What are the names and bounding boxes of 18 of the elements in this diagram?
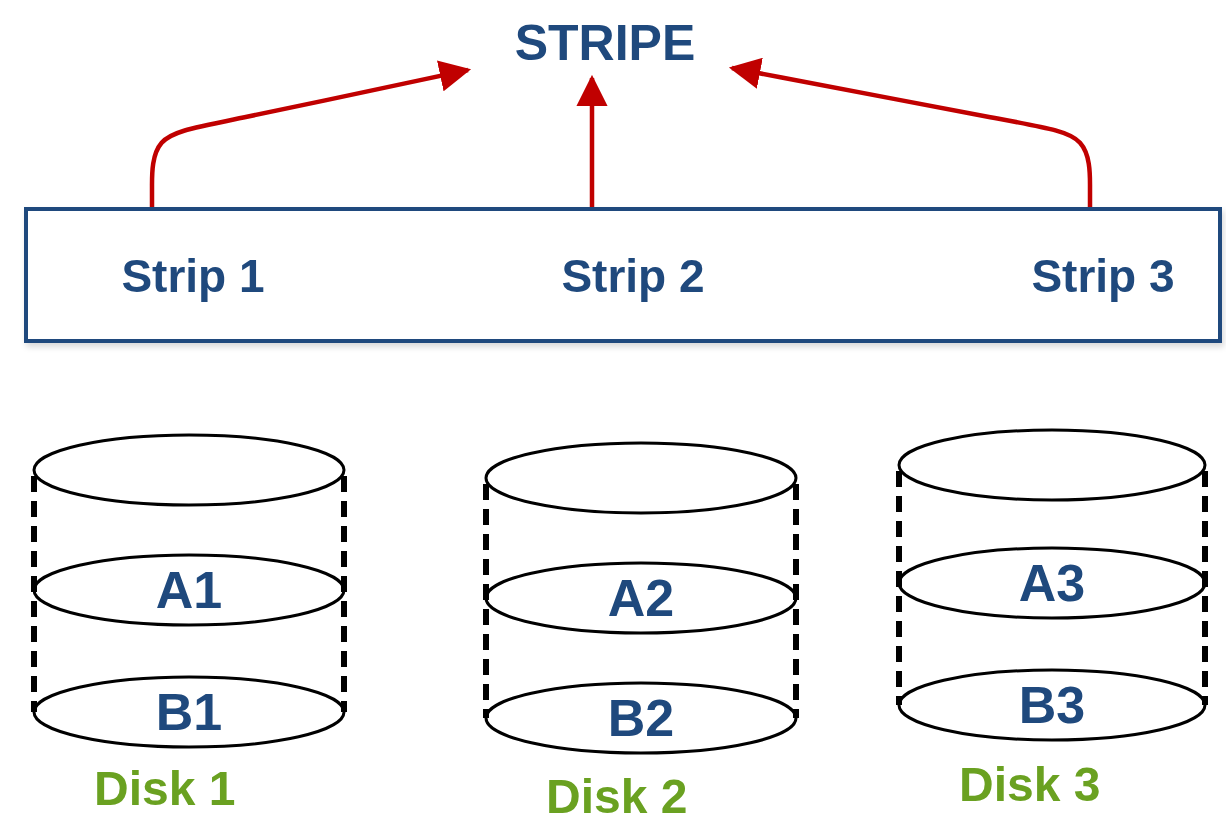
disk-label: Disk 3: [958, 758, 1102, 812]
arrow: [149, 60, 472, 207]
block-label: B3: [1017, 677, 1087, 733]
block-label: A1: [154, 562, 224, 618]
strip-band: [24, 207, 1222, 343]
arrow: [576, 74, 608, 207]
arrow: [728, 57, 1093, 207]
block-label: B1: [154, 684, 224, 740]
strip-label: Strip 2: [560, 249, 706, 303]
strip-label: Strip 3: [1030, 249, 1176, 303]
title-text: STRIPE: [470, 12, 740, 74]
block-label: A3: [1017, 555, 1087, 611]
disk-label: Disk 1: [93, 762, 237, 816]
disk-label: Disk 2: [545, 770, 689, 824]
disk-cylinder: [30, 432, 348, 750]
block-label: A2: [606, 570, 676, 626]
block-label: B2: [606, 690, 676, 746]
strip-label: Strip 1: [120, 249, 266, 303]
